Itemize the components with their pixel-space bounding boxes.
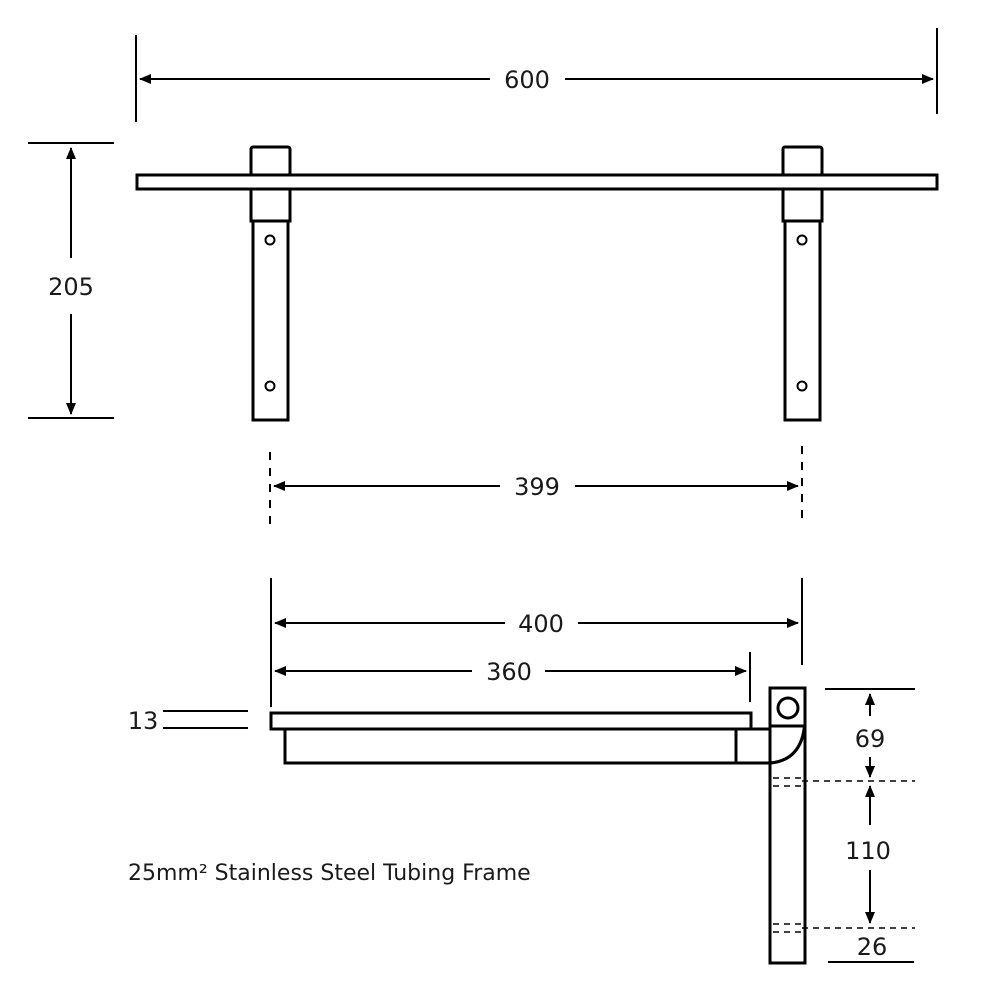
dimension-label-400: 400: [518, 610, 564, 638]
mounting-hole: [796, 234, 808, 246]
shelf-plate-side: [269, 711, 753, 731]
dimension-label-13: 13: [128, 707, 159, 735]
left-bracket: [249, 145, 292, 422]
dimension-label-360: 360: [486, 658, 532, 686]
front-view: 600 205: [28, 28, 939, 422]
dimension-label-69: 69: [855, 725, 886, 753]
mounting-hole: [796, 380, 808, 392]
bracket-spacing-dimension: 399: [269, 446, 803, 532]
mounting-hole: [264, 380, 276, 392]
hinge-pin: [776, 696, 800, 720]
dimension-label-600: 600: [504, 66, 550, 94]
mounting-hole: [264, 234, 276, 246]
right-bracket: [781, 145, 824, 422]
dimension-label-399: 399: [514, 473, 560, 501]
shelf-plate-front: [135, 173, 939, 191]
frame-caption: 25mm² Stainless Steel Tubing Frame: [128, 861, 531, 886]
dimension-label-110: 110: [845, 837, 891, 865]
dimension-label-205: 205: [48, 273, 94, 301]
side-view: 400 360 13 69 110 26: [128, 578, 915, 965]
support-arm: [283, 727, 738, 765]
dimension-label-26: 26: [857, 933, 888, 961]
